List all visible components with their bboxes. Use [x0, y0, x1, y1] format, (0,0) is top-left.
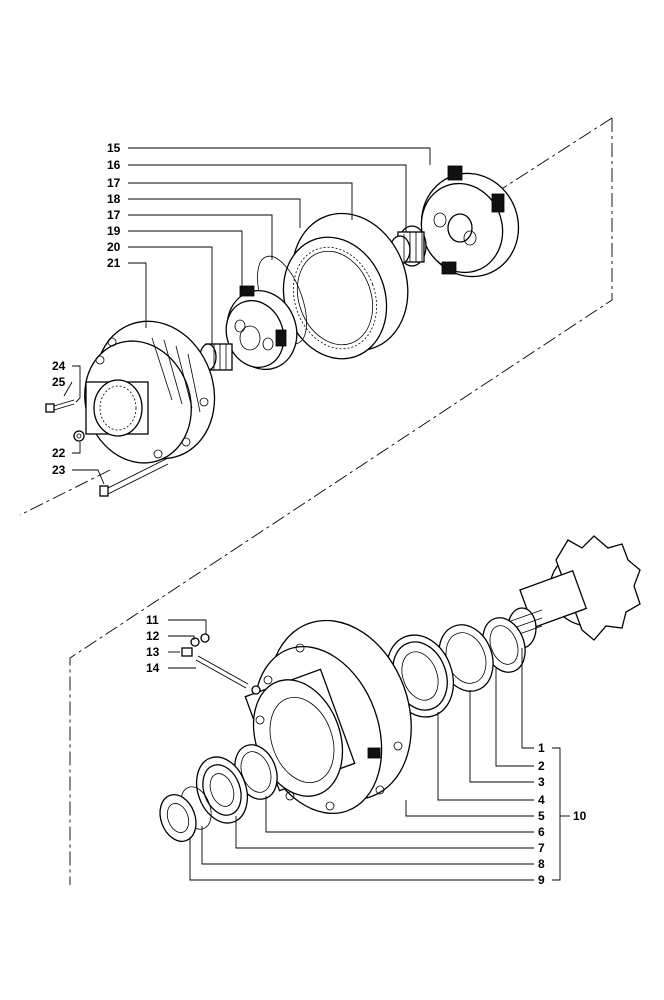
callout-4: 4: [538, 793, 545, 807]
callout-20: 20: [107, 240, 121, 254]
sun-gear-16: [389, 225, 427, 267]
callout-8: 8: [538, 857, 545, 871]
sun-gear-20: [199, 343, 233, 371]
pipe-14: [195, 655, 261, 695]
callout-19: 19: [107, 224, 121, 238]
callout-23: 23: [52, 463, 66, 477]
callout-21: 21: [107, 256, 121, 270]
callout-1: 1: [538, 741, 545, 755]
planet-carrier-19: [225, 285, 298, 370]
callout-25: 25: [52, 375, 66, 389]
callout-3: 3: [538, 775, 545, 789]
lock-nut-9: [159, 794, 197, 842]
callout-2: 2: [538, 759, 545, 773]
callout-7: 7: [538, 841, 545, 855]
callout-labels: 15 16 17 18 17 19 20 21 24 25 22 23 11 1…: [52, 141, 587, 887]
callout-24: 24: [52, 359, 66, 373]
housing-21: [84, 320, 216, 464]
callout-17-upper: 17: [107, 176, 121, 190]
nut-22: [73, 430, 85, 442]
output-shaft-pinion: [507, 535, 641, 649]
long-bolt-23: [99, 457, 169, 497]
plug-11: [200, 633, 210, 643]
plug-13: [181, 647, 193, 657]
callout-17-lower: 17: [107, 208, 121, 222]
seal-12: [190, 637, 200, 647]
leader-lines: [63, 147, 570, 881]
callout-11: 11: [146, 613, 159, 627]
callout-12: 12: [146, 629, 160, 643]
callout-14: 14: [146, 661, 160, 675]
callout-10: 10: [573, 809, 587, 823]
bolt-25: [45, 399, 75, 413]
callout-22: 22: [52, 446, 66, 460]
callout-9: 9: [538, 873, 545, 887]
ring-gear-18: [282, 212, 409, 360]
bearing-7: [195, 756, 249, 824]
callout-13: 13: [146, 645, 160, 659]
assembly-axis-lines: [19, 117, 613, 885]
callout-15: 15: [107, 141, 121, 155]
callout-16: 16: [107, 158, 121, 172]
callout-5: 5: [538, 809, 545, 823]
main-housing-5: [244, 619, 412, 815]
callout-6: 6: [538, 825, 545, 839]
planet-carrier-15: [420, 165, 520, 278]
callout-18: 18: [107, 192, 121, 206]
